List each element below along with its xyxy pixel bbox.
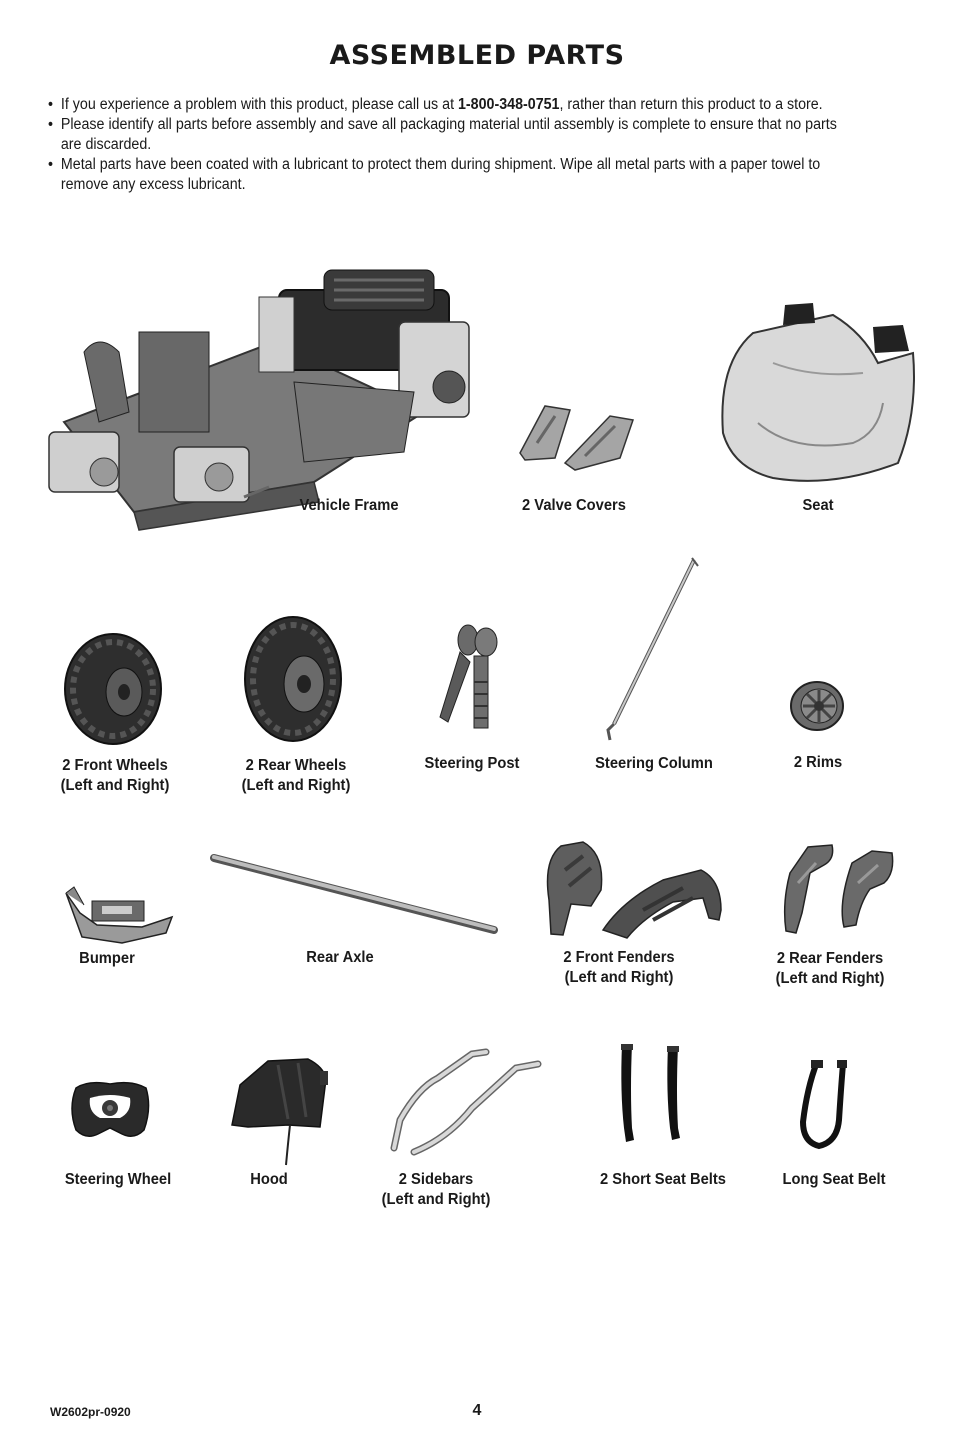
steering-column-label: Steering Column	[595, 755, 713, 772]
steering-post-image	[430, 622, 505, 734]
instruction-item: Please identify all parts before assembl…	[48, 115, 848, 155]
instruction-item: If you experience a problem with this pr…	[48, 95, 848, 115]
vehicle-frame-image	[44, 262, 474, 537]
instructions-list: If you experience a problem with this pr…	[48, 95, 848, 195]
rear-axle-image	[208, 850, 503, 940]
vehicle-frame-label: Vehicle Frame	[299, 497, 399, 514]
steering-post-label: Steering Post	[424, 755, 520, 772]
rims-label: 2 Rims	[793, 754, 843, 771]
seat-image	[713, 303, 923, 488]
page-title: ASSEMBLED PARTS	[329, 40, 625, 71]
front-wheels-image	[62, 632, 164, 747]
hood-image	[228, 1055, 330, 1173]
long-seat-belt-label: Long Seat Belt	[782, 1171, 886, 1188]
front-fenders-label: 2 Front Fenders (Left and Right)	[563, 949, 675, 986]
document-code: W2602pr-0920	[50, 1405, 131, 1419]
long-seat-belt-image	[797, 1058, 849, 1150]
short-seat-belts-image	[618, 1042, 688, 1144]
rear-wheels-image	[242, 614, 344, 744]
steering-wheel-label: Steering Wheel	[64, 1171, 172, 1188]
bumper-label: Bumper	[79, 950, 135, 967]
sidebars-image	[388, 1048, 543, 1158]
sidebars-label: 2 Sidebars (Left and Right)	[381, 1171, 491, 1208]
rear-wheels-label: 2 Rear Wheels (Left and Right)	[241, 757, 351, 794]
rear-fenders-image	[780, 843, 895, 935]
steering-wheel-image	[68, 1078, 153, 1142]
bumper-image	[62, 885, 177, 945]
steering-column-image	[600, 556, 700, 741]
front-wheels-label: 2 Front Wheels (Left and Right)	[60, 757, 170, 794]
valve-covers-label: 2 Valve Covers	[522, 497, 626, 514]
phone-number: 1-800-348-0751	[458, 96, 560, 113]
valve-covers-image	[515, 398, 640, 473]
instruction-item: Metal parts have been coated with a lubr…	[48, 155, 848, 195]
rims-image	[787, 680, 845, 732]
rear-fenders-label: 2 Rear Fenders (Left and Right)	[775, 950, 885, 987]
rear-axle-label: Rear Axle	[306, 949, 374, 966]
page-number: 4	[472, 1402, 482, 1419]
short-seat-belts-label: 2 Short Seat Belts	[600, 1171, 726, 1188]
front-fenders-image	[543, 840, 725, 940]
hood-label: Hood	[250, 1171, 288, 1188]
seat-label: Seat	[802, 497, 834, 514]
